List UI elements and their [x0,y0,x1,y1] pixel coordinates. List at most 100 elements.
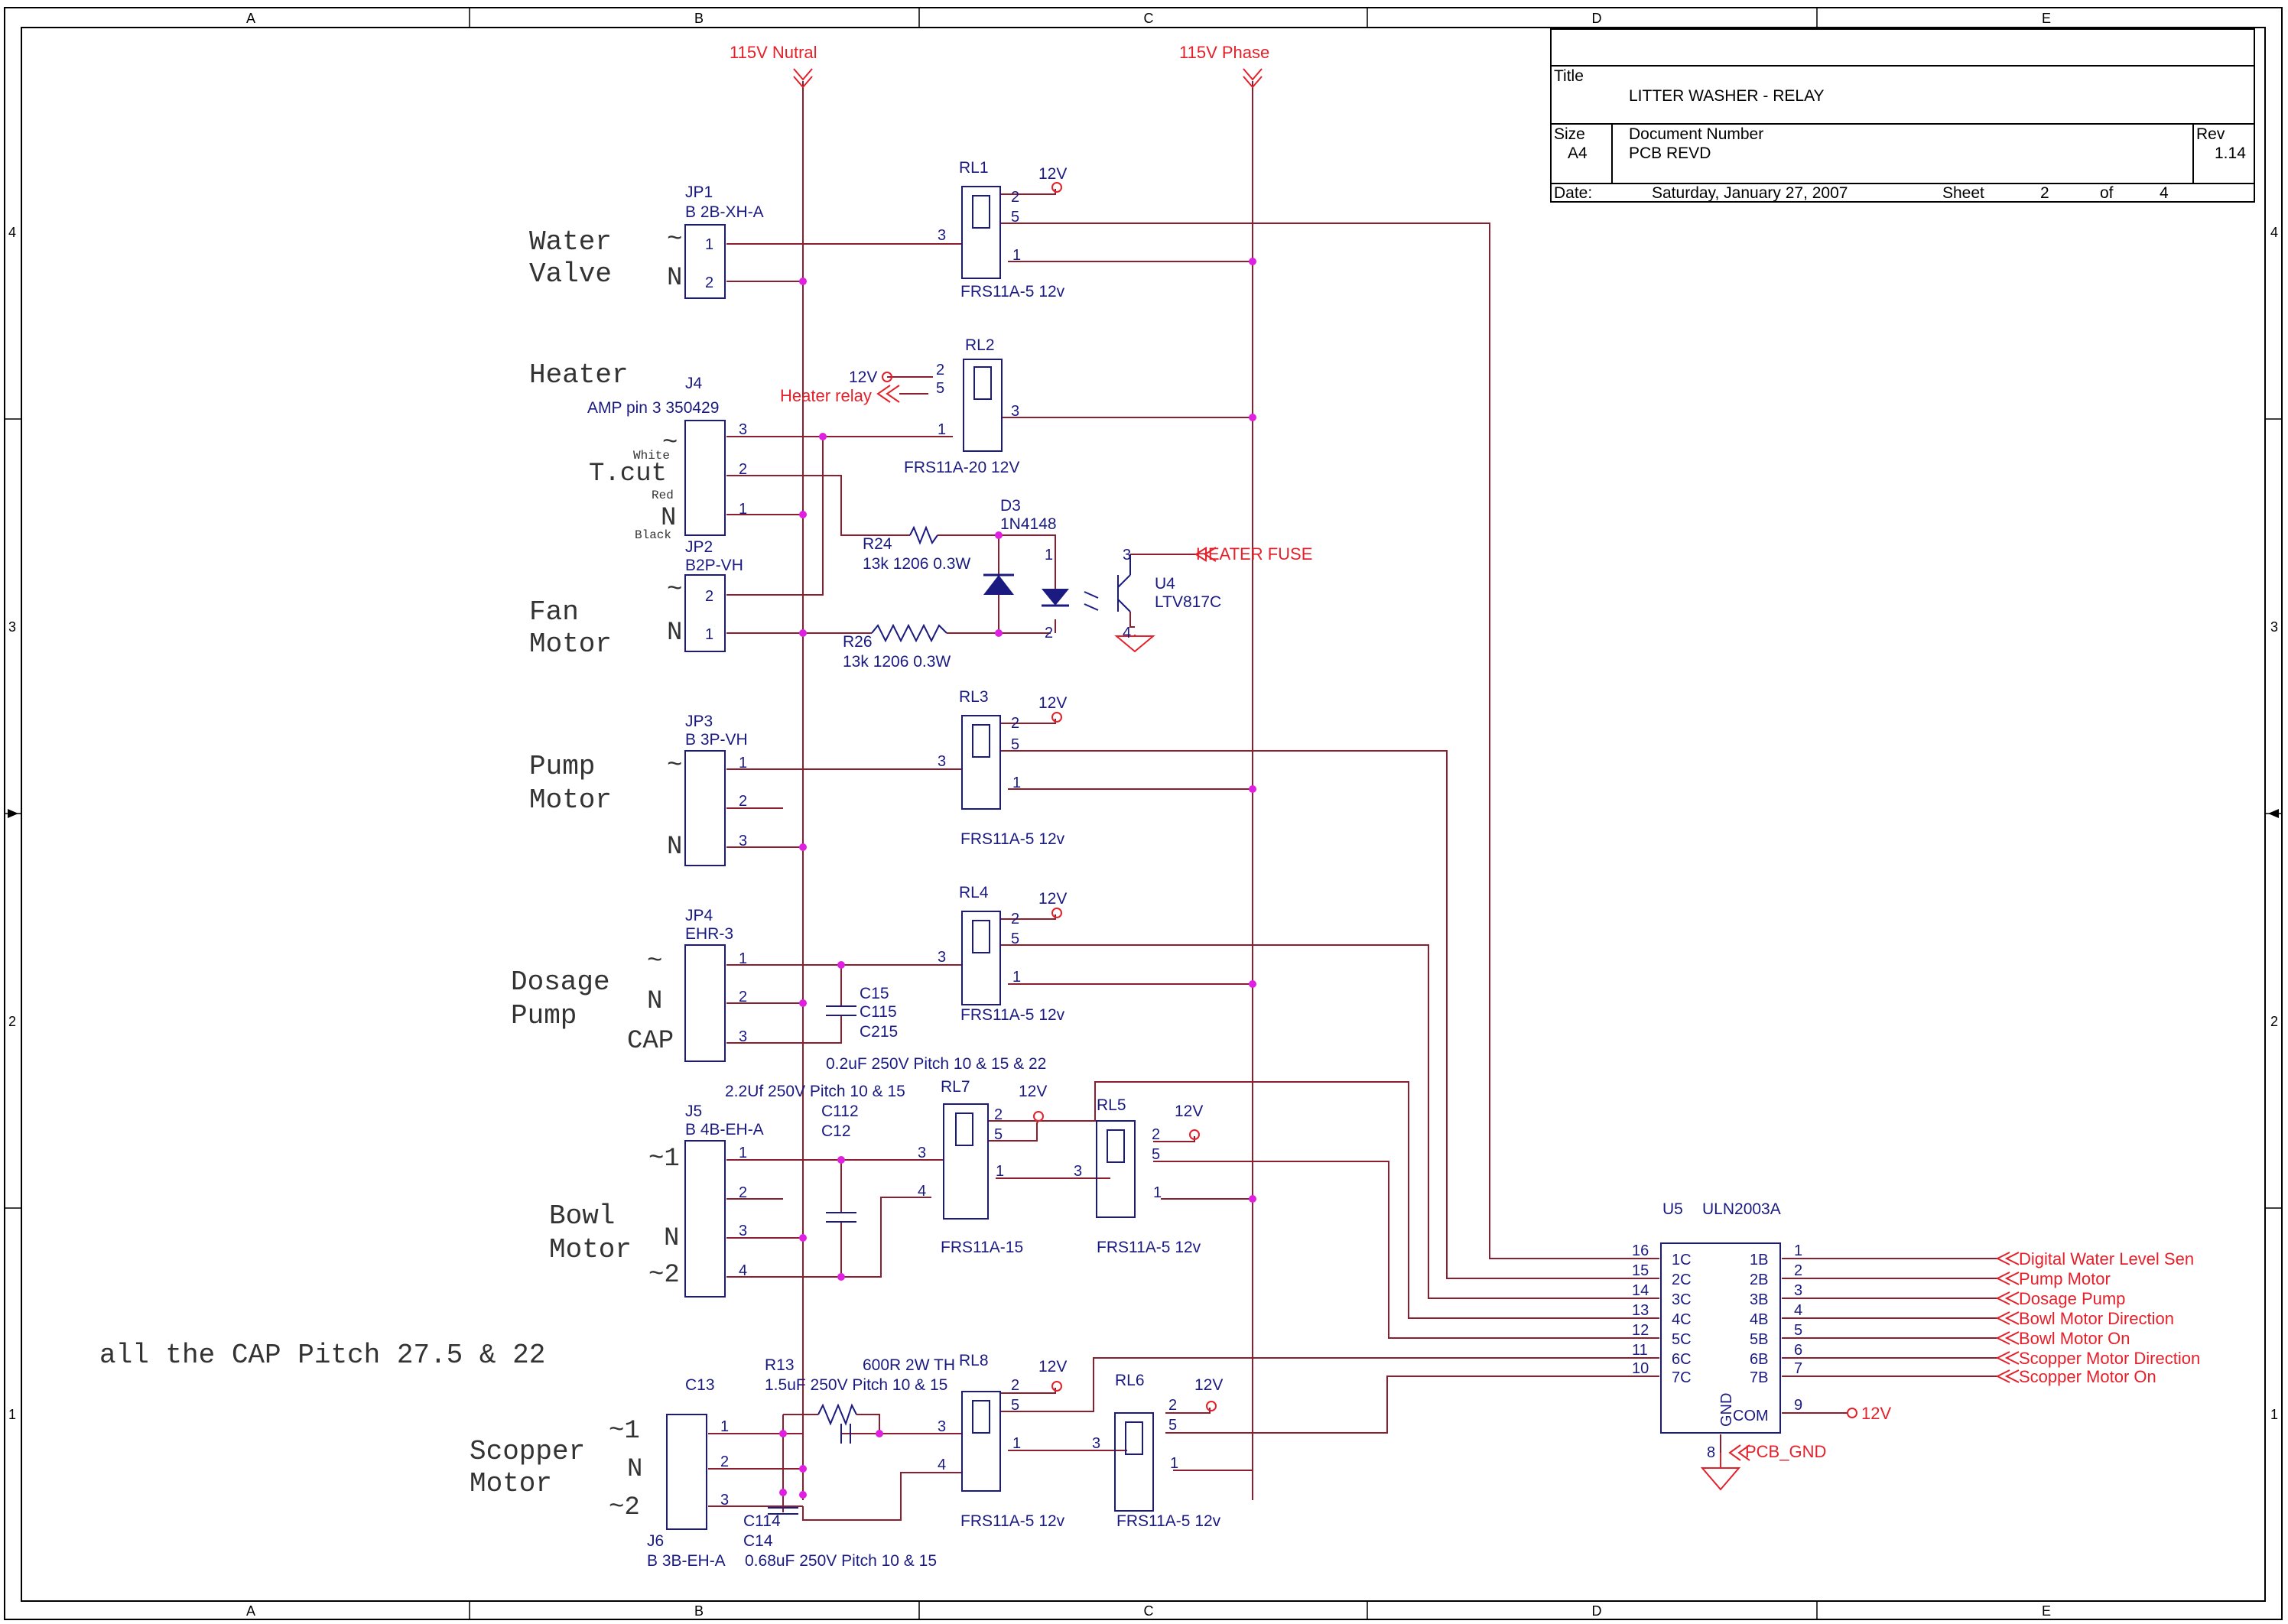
rl7-12v: 12V [1019,1083,1047,1100]
c112-ref: C112 [821,1103,859,1120]
u5-uln2003a-ic [1660,1242,1781,1434]
jp1-ref: JP1 [685,184,713,201]
pin: 2 [1168,1397,1177,1414]
pin: 3 [1011,403,1019,420]
heater-tcut: T.cut [589,460,667,489]
title-label: Title [1554,67,1584,85]
rl1-ref: RL1 [959,159,989,177]
neutral-rail-label: 115V Nutral [730,43,817,62]
u5-pin-num: 2 [1794,1262,1802,1279]
rl4-12v: 12V [1038,890,1067,908]
rl6-ref: RL6 [1115,1372,1145,1389]
rl6-part: FRS11A-5 12v [1116,1512,1221,1530]
passive-parts [768,525,947,1515]
col-label-b-top: B [694,11,704,26]
d3-part: 1N4148 [1000,515,1057,533]
u5-pin-num: 7 [1794,1360,1802,1377]
pin: 5 [1168,1417,1177,1434]
u5-pin-name: 3C [1672,1291,1692,1308]
rl8-part: FRS11A-5 12v [960,1512,1065,1530]
load-fan-motor-1: Fan [529,596,579,628]
col-label-a-top: A [246,11,255,26]
d3-ref: D3 [1000,497,1021,515]
jp3-part: B 3P-VH [685,731,748,749]
row-label-3-right: 3 [2270,619,2278,635]
r13-value: 600R 2W TH [863,1356,955,1374]
pin: 4 [739,1262,747,1279]
u5-pin-num: 16 [1632,1242,1649,1259]
rl4-ref: RL4 [959,884,989,901]
pin: 3 [1123,547,1131,564]
rl5-12v: 12V [1175,1103,1203,1120]
col-label-c-bottom: C [1144,1603,1154,1619]
pin: 4 [918,1183,926,1200]
u5-pin-num: 10 [1632,1360,1649,1377]
c13-value: 1.5uF 250V Pitch 10 & 15 [765,1376,947,1394]
j6-part: B 3B-EH-A [647,1552,726,1570]
jp2-part: B2P-VH [685,557,743,574]
u5-pin-name: 2C [1672,1272,1692,1288]
pump-tilde: ~ [667,752,682,781]
phase-rail-label: 115V Phase [1179,43,1269,62]
pin: 3 [739,421,747,438]
col-label-d-top: D [1592,11,1602,26]
bowl-neutral: N [664,1224,679,1253]
relay-bodies [943,186,1154,1512]
load-scopper-motor-2: Motor [470,1468,552,1499]
pin: 2 [1152,1126,1160,1143]
row-label-1-left: 1 [8,1407,16,1422]
connector-bodies [666,224,726,1530]
dosage-tilde: ~ [647,947,662,976]
rl8-ref: RL8 [959,1352,989,1369]
jp1-part: B 2B-XH-A [685,203,764,221]
pin: 1 [705,236,713,253]
pin: 3 [720,1492,729,1509]
pin: 5 [1011,931,1019,947]
u5-pin-num: 15 [1632,1262,1649,1279]
pin: 1 [705,626,713,643]
u5-pin-num: 13 [1632,1302,1649,1319]
wv-neutral: N [667,264,682,293]
port-scopper-motor-on: Scopper Motor On [2019,1367,2156,1386]
pin: 5 [1011,1397,1019,1414]
pin: 3 [938,753,946,770]
fan-neutral: N [667,619,682,648]
heater-relay-net: Heater relay [780,386,872,405]
c15-ref: C15 [860,985,889,1002]
pin: 3 [739,1223,747,1239]
bowl-t1: ~1 [648,1145,680,1174]
wires [708,81,1999,1521]
u5-pin-num: 5 [1794,1322,1802,1339]
r13-ref: R13 [765,1356,795,1374]
pin: 1 [938,421,946,438]
u5-pin-num: 3 [1794,1282,1802,1299]
pin: 3 [739,833,747,849]
col-label-e-top: E [2042,11,2051,26]
title-block: Title LITTER WASHER - RELAY Size A4 Docu… [1550,28,2255,203]
wv-tilde: ~ [667,226,682,255]
pump-neutral: N [667,833,682,862]
u4-part: LTV817C [1155,593,1221,611]
jp4-ref: JP4 [685,907,713,924]
u5-pin-name: 5B [1750,1331,1768,1348]
load-pump-motor-2: Motor [529,784,612,816]
pin: 1 [739,950,747,967]
u5-pin-num: 6 [1794,1342,1802,1359]
dosage-neutral: N [647,987,662,1016]
date-value: Saturday, January 27, 2007 [1652,184,1848,202]
scopper-neutral: N [627,1455,642,1484]
pin: 1 [720,1418,729,1435]
pin: 4 [938,1457,946,1473]
rl3-ref: RL3 [959,688,989,706]
sheet-value: 2 [2040,184,2049,202]
pin: 2 [1045,625,1053,641]
pin: 1 [1012,969,1021,986]
rl3-part: FRS11A-5 12v [960,830,1065,848]
col-label-b-bottom: B [694,1603,704,1619]
u5-pin-name: 5C [1672,1331,1692,1348]
u5-com-12v: 12V [1861,1404,1891,1423]
pcb-gnd-net: PCB_GND [1745,1442,1826,1461]
port-digital-water-level: Digital Water Level Sen [2019,1249,2194,1268]
u5-com-pin: 9 [1794,1397,1802,1414]
